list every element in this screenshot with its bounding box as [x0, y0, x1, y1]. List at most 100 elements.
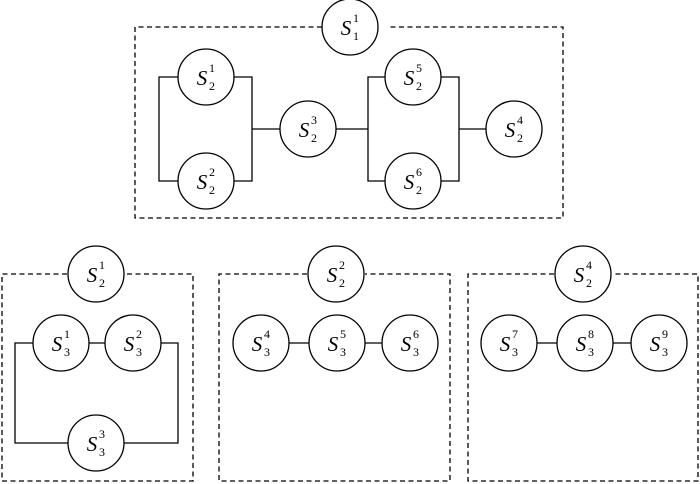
- node-sub: 2: [209, 183, 215, 197]
- node-base: S: [87, 432, 98, 456]
- svg-text:S11: S1 1: [341, 11, 359, 43]
- node-base: S: [252, 332, 263, 356]
- svg-text:S52: S5 2: [404, 61, 422, 93]
- svg-text:S42: S42: [574, 258, 592, 290]
- node-sup: 1: [209, 61, 215, 75]
- group-bottom-right-boundary: [467, 273, 699, 482]
- node-sup: 2: [136, 327, 142, 341]
- svg-text:S42: S4 2: [505, 113, 523, 145]
- node-sup: 7: [512, 327, 518, 341]
- node-sub: 2: [99, 276, 105, 290]
- node-sub: 1: [353, 29, 359, 43]
- group-bottom-left: [1, 273, 194, 482]
- node-sup: 4: [586, 258, 592, 272]
- node-sup: 8: [588, 327, 594, 341]
- svg-text:S53: S5 3: [328, 327, 346, 359]
- node-sup: 6: [416, 165, 422, 179]
- svg-text:S63: S6 3: [401, 327, 419, 359]
- node-sup: 2: [209, 165, 215, 179]
- node-base: S: [197, 170, 208, 194]
- node-base: S: [327, 263, 338, 287]
- node-base: S: [650, 332, 661, 356]
- node-base: S: [576, 332, 587, 356]
- node-base: S: [87, 263, 98, 287]
- node-sub: 3: [136, 345, 142, 359]
- node-sup: 1: [64, 327, 70, 341]
- svg-text:S62: S6 2: [404, 165, 422, 197]
- node-sup: 6: [413, 327, 419, 341]
- node-base: S: [328, 332, 339, 356]
- node-sup: 3: [311, 113, 317, 127]
- svg-text:S22: S2 2: [327, 258, 345, 290]
- node-sup: 4: [264, 327, 270, 341]
- group-top: [134, 26, 564, 219]
- group-bottom-left-boundary: [1, 273, 194, 482]
- svg-text:S22: S2 2: [197, 165, 215, 197]
- node-sup: 2: [339, 258, 345, 272]
- node-sub: 2: [209, 79, 215, 93]
- svg-text:S73: S7 3: [500, 327, 518, 359]
- node-sub: 2: [416, 79, 422, 93]
- svg-text:S23: S2 3: [124, 327, 142, 359]
- node-sub: 3: [264, 345, 270, 359]
- node-sub: 3: [64, 345, 70, 359]
- node-sub: 3: [588, 345, 594, 359]
- node-sub: 3: [662, 345, 668, 359]
- node-base: S: [404, 66, 415, 90]
- group-top-boundary: [134, 26, 564, 219]
- node-sup: 5: [416, 61, 422, 75]
- node-sub: 3: [99, 445, 105, 459]
- node-base: S: [401, 332, 412, 356]
- node-sub: 2: [339, 276, 345, 290]
- node-base: S: [505, 118, 516, 142]
- svg-text:S13: S1 3: [52, 327, 70, 359]
- svg-text:S32: S3 2: [299, 113, 317, 145]
- svg-text:S93: S9 3: [650, 327, 668, 359]
- node-sub: 2: [517, 131, 523, 145]
- node-sup: 4: [517, 113, 523, 127]
- svg-text:S12: S1 2: [197, 61, 215, 93]
- group-top-wires: [158, 76, 486, 182]
- node-sup: 3: [99, 427, 105, 441]
- node-sub: 3: [340, 345, 346, 359]
- node-base: S: [574, 263, 585, 287]
- node-base: S: [404, 170, 415, 194]
- node-sup: 5: [340, 327, 346, 341]
- group-bottom-middle: [218, 273, 451, 482]
- node-base: S: [500, 332, 511, 356]
- node-sup: 9: [662, 327, 668, 341]
- node-sup: 1: [99, 258, 105, 272]
- node-sup: 1: [353, 11, 359, 25]
- group-bottom-right: [467, 273, 699, 482]
- svg-text:S33: S3 3: [87, 427, 105, 459]
- node-base: S: [124, 332, 135, 356]
- node-sub: 2: [311, 131, 317, 145]
- node-base: S: [52, 332, 63, 356]
- node-sub: 2: [416, 183, 422, 197]
- node-sub: 3: [512, 345, 518, 359]
- group-bottom-middle-boundary: [218, 273, 451, 482]
- node-base: S: [197, 66, 208, 90]
- node-base: S: [299, 118, 310, 142]
- svg-text:S83: S8 3: [576, 327, 594, 359]
- node-sub: 3: [413, 345, 419, 359]
- node-base: S: [341, 16, 352, 40]
